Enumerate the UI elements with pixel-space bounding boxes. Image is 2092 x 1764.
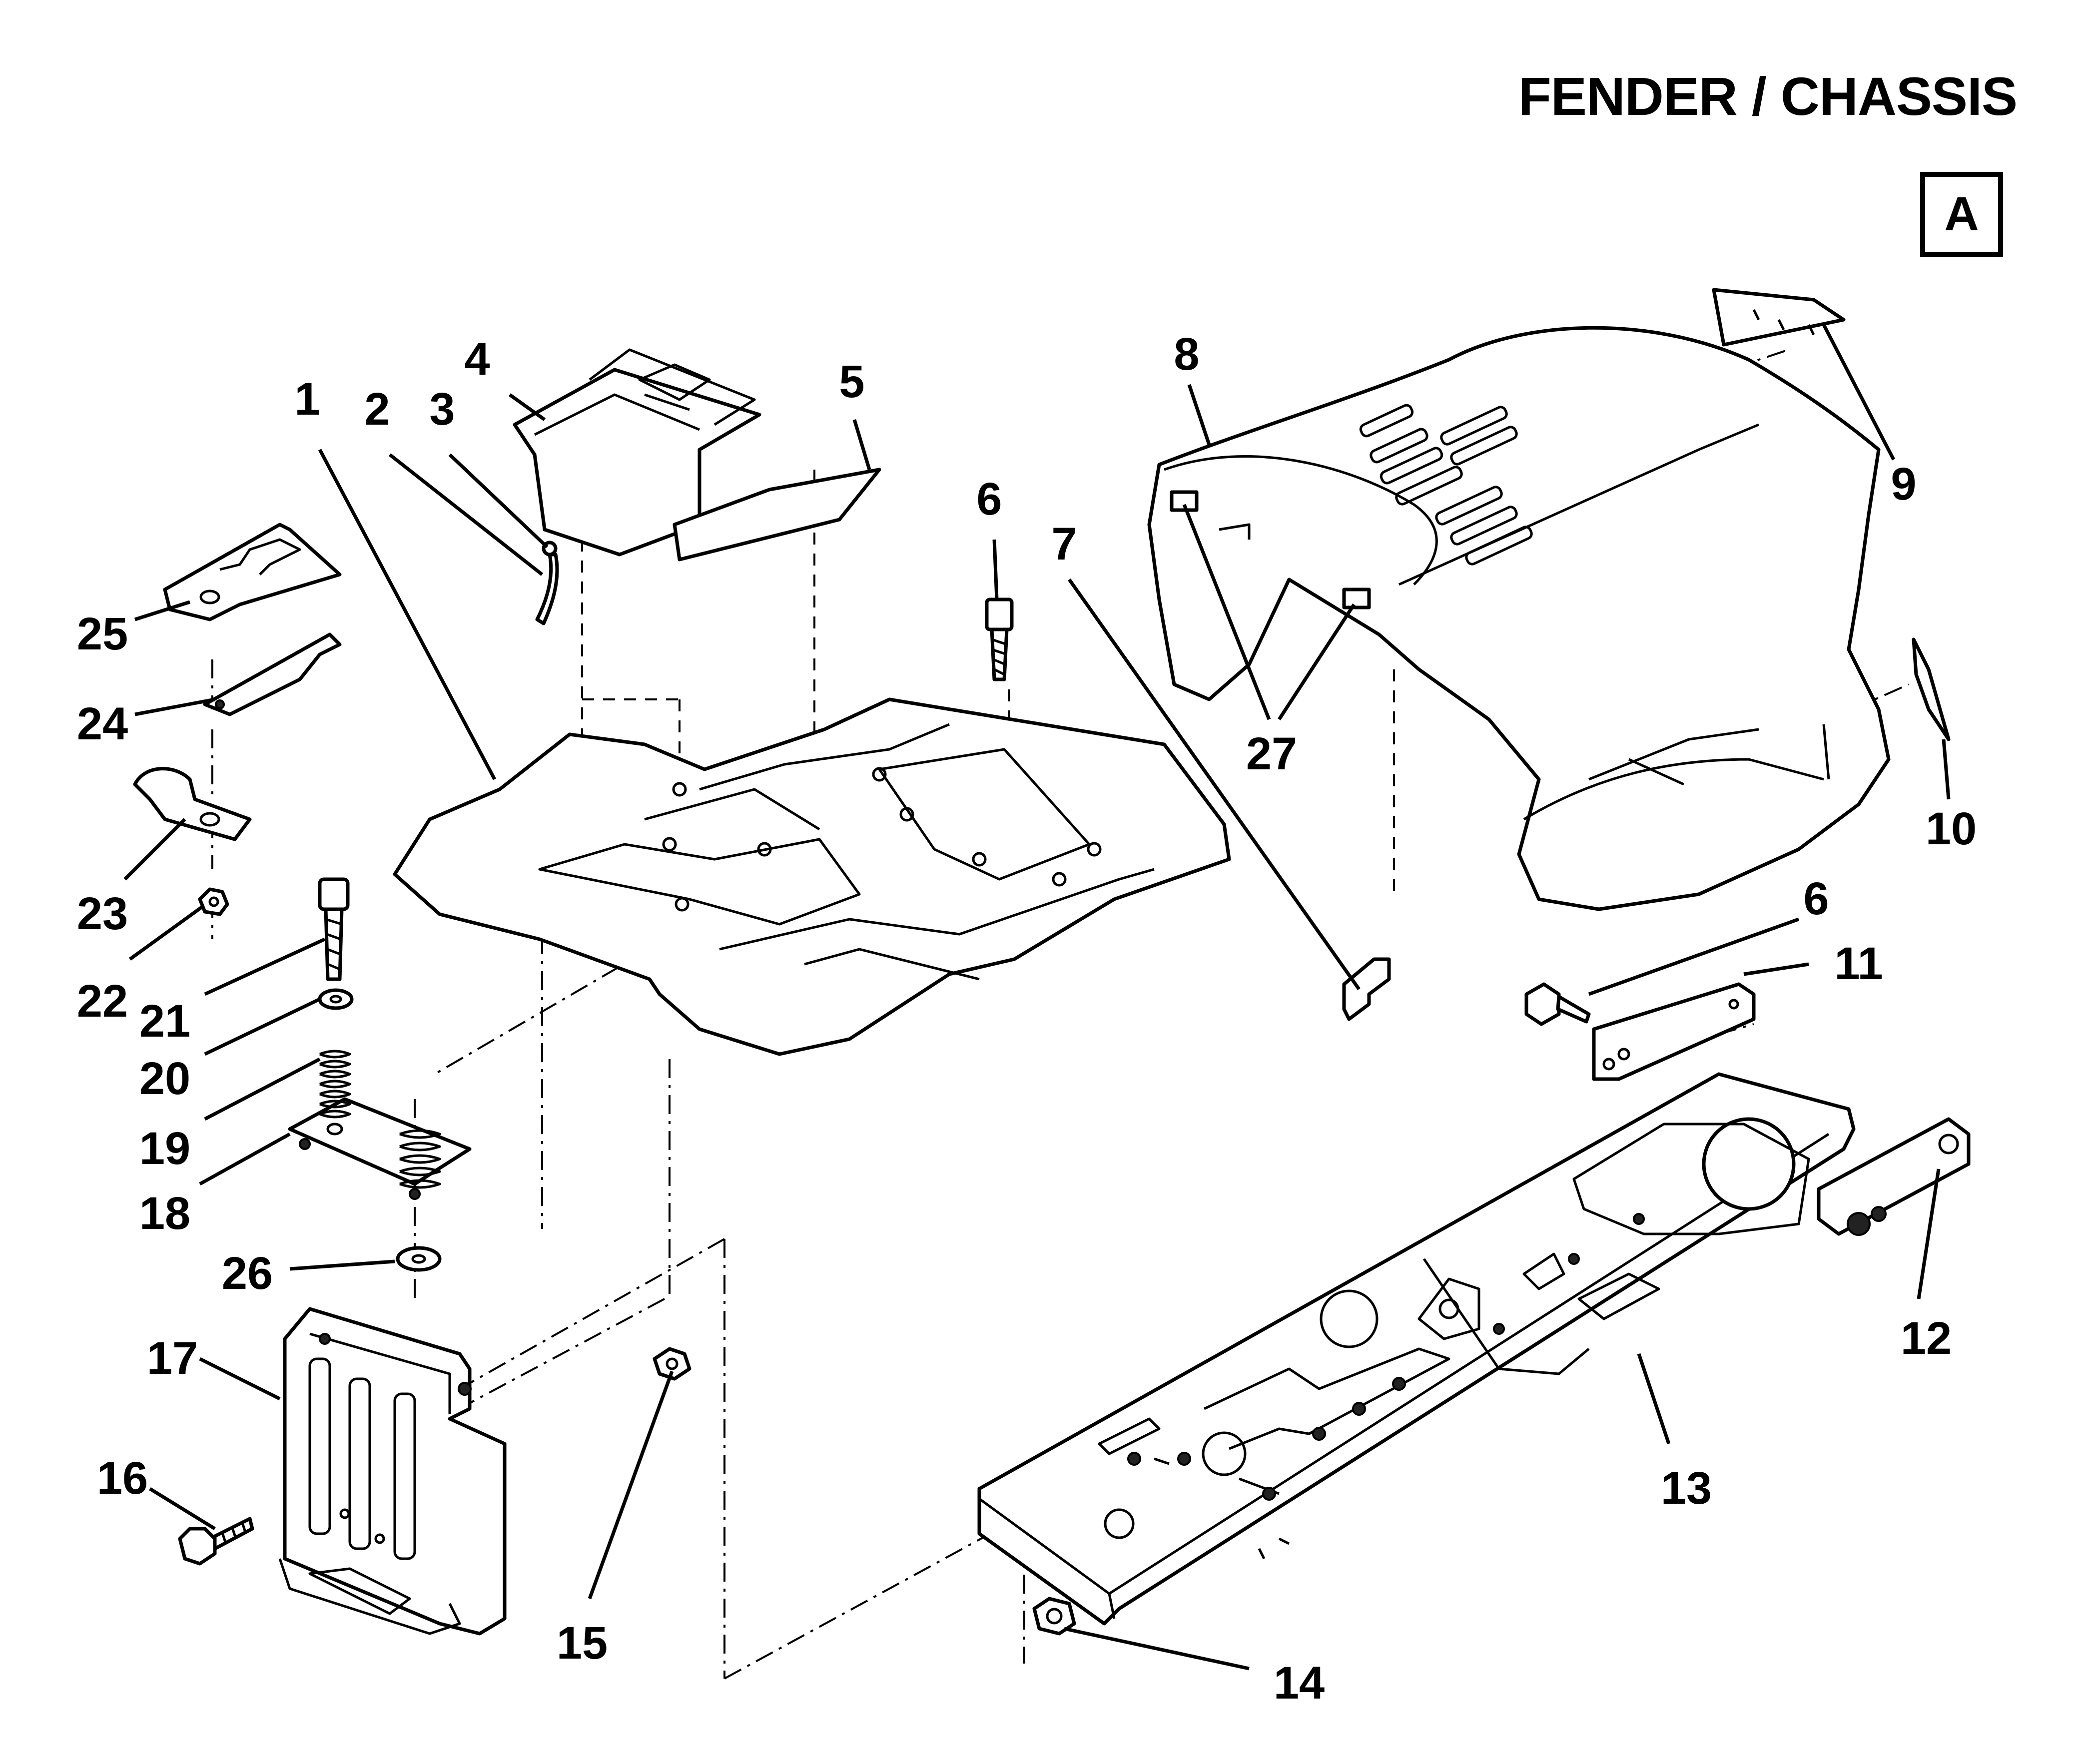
bolt-part-21 — [318, 877, 350, 981]
callout-6a: 6 — [976, 474, 1002, 525]
vent-slots — [1359, 404, 1533, 566]
cover-part-25 — [163, 523, 342, 621]
callout-15: 15 — [557, 1618, 608, 1669]
callout-18: 18 — [139, 1188, 190, 1239]
callout-13: 13 — [1661, 1463, 1712, 1514]
callout-23: 23 — [77, 888, 128, 939]
callout-17: 17 — [147, 1333, 198, 1384]
callout-labels: 1 2 3 4 5 6 7 8 9 10 6 11 12 13 14 15 16… — [77, 329, 1977, 1709]
callout-3: 3 — [429, 384, 455, 435]
callout-24: 24 — [77, 698, 128, 749]
washer-part-26 — [396, 1246, 442, 1272]
callout-26: 26 — [222, 1248, 273, 1299]
decal-part-5 — [673, 468, 881, 562]
callout-10: 10 — [1926, 803, 1977, 854]
callout-27: 27 — [1246, 728, 1297, 779]
callout-19: 19 — [139, 1123, 190, 1174]
callout-14: 14 — [1274, 1658, 1325, 1709]
bolt-part-6a — [985, 597, 1014, 681]
bracket-part-11 — [1592, 982, 1756, 1081]
decal-part-10 — [1912, 637, 1951, 741]
decal-part-9 — [1712, 288, 1846, 347]
bracket-part-7 — [1342, 957, 1391, 1021]
fender-pad-left — [1170, 490, 1199, 512]
fender-pad-right — [1342, 588, 1371, 609]
chassis-hole-large — [1702, 1117, 1796, 1211]
bolt-part-16 — [178, 1517, 254, 1566]
callout-25: 25 — [77, 608, 128, 659]
washer-part-20 — [318, 988, 354, 1010]
spring-part-19 — [319, 1050, 441, 1189]
callout-8: 8 — [1174, 329, 1199, 380]
nut-part-22 — [198, 887, 229, 916]
diagram-title: FENDER / CHASSIS — [1518, 66, 2018, 126]
callout-2: 2 — [364, 384, 390, 435]
bolt-part-6b — [1524, 982, 1591, 1026]
end-bracket-part-12 — [1817, 1117, 1971, 1236]
callout-22: 22 — [77, 976, 128, 1027]
rear-fender-part-8 — [1147, 326, 1891, 911]
fender-part-1 — [393, 697, 1231, 1056]
chassis-frame-part-13 — [977, 1072, 1856, 1626]
callout-6b: 6 — [1803, 873, 1829, 924]
callout-12: 12 — [1901, 1313, 1952, 1364]
section-badge: A — [1920, 172, 2003, 257]
callout-11: 11 — [1834, 938, 1883, 989]
callout-4: 4 — [464, 334, 490, 385]
nut-part-14 — [1032, 1597, 1076, 1636]
nut-part-15 — [653, 1347, 692, 1381]
callout-5: 5 — [839, 356, 864, 407]
callout-21: 21 — [139, 996, 190, 1047]
callout-16: 16 — [97, 1453, 148, 1504]
callout-9: 9 — [1891, 459, 1916, 510]
leader-lines — [123, 324, 1951, 1671]
clamp-part-23 — [133, 767, 252, 841]
callout-7: 7 — [1051, 519, 1077, 570]
callout-20: 20 — [139, 1053, 190, 1104]
callout-1: 1 — [294, 374, 320, 425]
rod-part-2 — [535, 553, 559, 625]
plate-part-24 — [203, 632, 342, 716]
side-plate-part-17 — [278, 1307, 507, 1636]
plate-part-18 — [288, 1097, 472, 1200]
